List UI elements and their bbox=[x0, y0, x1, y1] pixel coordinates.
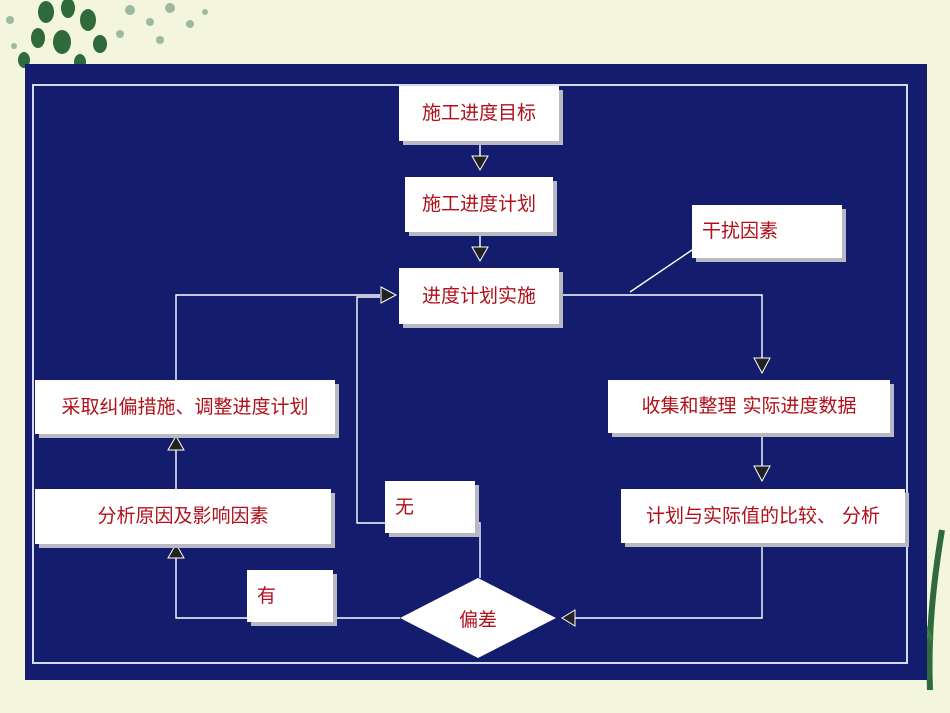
arrow-left-icon bbox=[561, 609, 576, 627]
arrow-down-icon bbox=[471, 246, 489, 263]
node-interference: 干扰因素 bbox=[692, 205, 842, 258]
arrow-down-icon bbox=[471, 155, 489, 172]
node-implement: 进度计划实施 bbox=[399, 268, 559, 324]
node-compare: 计划与实际值的比较、 分析 bbox=[621, 489, 905, 543]
arrow-down-icon bbox=[753, 465, 771, 483]
deviation-diamond bbox=[400, 578, 556, 658]
node-plan: 施工进度计划 bbox=[405, 177, 553, 232]
arrow-down-icon bbox=[753, 357, 771, 375]
label-no: 无 bbox=[385, 481, 475, 533]
arrow-right-icon bbox=[380, 286, 398, 304]
node-goal: 施工进度目标 bbox=[399, 86, 559, 141]
arrow-up-icon bbox=[167, 542, 185, 559]
node-adjust: 采取纠偏措施、调整进度计划 bbox=[35, 380, 335, 434]
node-deviation-label: 偏差 bbox=[458, 609, 497, 631]
label-yes: 有 bbox=[247, 570, 333, 622]
node-collect: 收集和整理 实际进度数据 bbox=[608, 380, 890, 433]
node-analyze: 分析原因及影响因素 bbox=[35, 489, 331, 544]
leaf-decoration bbox=[6, 0, 208, 70]
arrow-up-icon bbox=[167, 434, 185, 451]
diagram-frame bbox=[32, 84, 908, 664]
